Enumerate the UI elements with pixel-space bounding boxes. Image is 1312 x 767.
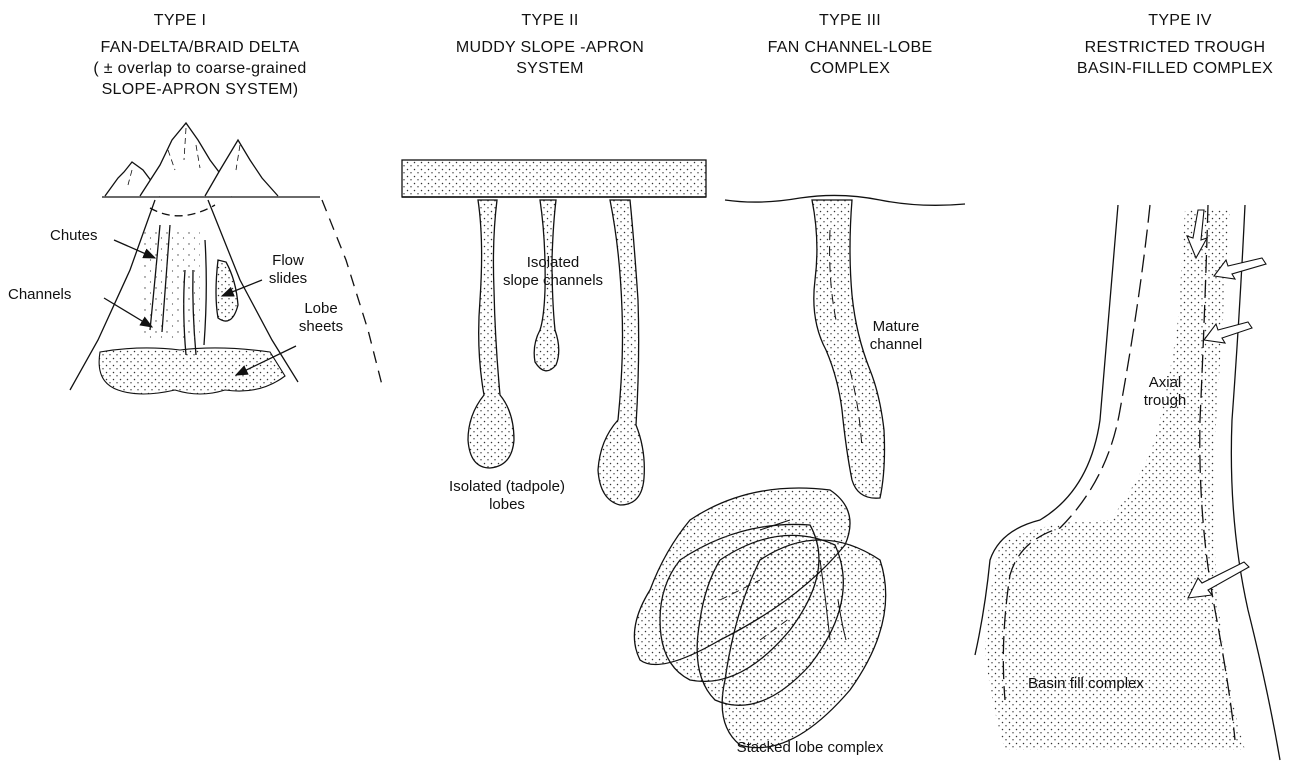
type-1-title-line-2: ( ± overlap to coarse-grained <box>60 58 340 79</box>
type-1-title-line-1: FAN-DELTA/BRAID DELTA <box>70 37 330 58</box>
type-3-title-line-2: COMPLEX <box>730 58 970 79</box>
label-tadpole-lobes-line-1: Isolated (tadpole) <box>432 478 582 496</box>
label-chutes: Chutes <box>50 227 98 245</box>
label-channels: Channels <box>8 286 71 304</box>
channel-2 <box>204 240 206 345</box>
fan-edge-dashed <box>322 200 382 385</box>
label-flow-slides-line-2: slides <box>258 270 318 288</box>
type-4-heading: TYPE IV <box>1110 10 1250 31</box>
label-slope-channels-line-1: Isolated <box>488 254 618 272</box>
label-lobe-sheets-line-2: sheets <box>286 318 356 336</box>
label-stacked-lobe-complex: Stacked lobe complex <box>700 739 920 757</box>
type-2-slope-apron-sketch <box>402 160 706 505</box>
type-1-fan-delta-sketch <box>70 123 382 394</box>
type-3-title-line-1: FAN CHANNEL-LOBE <box>730 37 970 58</box>
label-tadpole-lobes-line-2: lobes <box>432 496 582 514</box>
label-axial-trough-line-2: trough <box>1130 392 1200 410</box>
type-3-channel-lobe-sketch <box>634 195 965 747</box>
type-2-title-line-2: SYSTEM <box>430 58 670 79</box>
apex-arc <box>150 205 215 216</box>
shelf-sand-band <box>402 160 706 197</box>
label-axial-trough-line-1: Axial <box>1130 374 1200 392</box>
label-mature-channel-line-1: Mature <box>856 318 936 336</box>
label-lobe-sheets-line-1: Lobe <box>286 300 356 318</box>
label-mature-channel-line-2: channel <box>856 336 936 354</box>
lobe-sheets <box>99 348 285 394</box>
tadpole-lobe-right <box>598 200 644 505</box>
basin-fill-area <box>985 210 1245 750</box>
type-3-heading: TYPE III <box>780 10 920 31</box>
tadpole-lobe-left <box>468 200 514 468</box>
type-2-heading: TYPE II <box>480 10 620 31</box>
type-1-heading: TYPE I <box>110 10 250 31</box>
type-1-title-line-3: SLOPE-APRON SYSTEM) <box>70 79 330 100</box>
type-4-title-line-2: BASIN-FILLED COMPLEX <box>1040 58 1310 79</box>
type-2-title-line-1: MUDDY SLOPE -APRON <box>430 37 670 58</box>
label-slope-channels-line-2: slope channels <box>488 272 618 290</box>
type-4-title-line-1: RESTRICTED TROUGH <box>1040 37 1310 58</box>
label-flow-slides-line-1: Flow <box>258 252 318 270</box>
trough-outer-right <box>1231 205 1280 760</box>
label-basin-fill-complex: Basin fill complex <box>1028 675 1144 693</box>
